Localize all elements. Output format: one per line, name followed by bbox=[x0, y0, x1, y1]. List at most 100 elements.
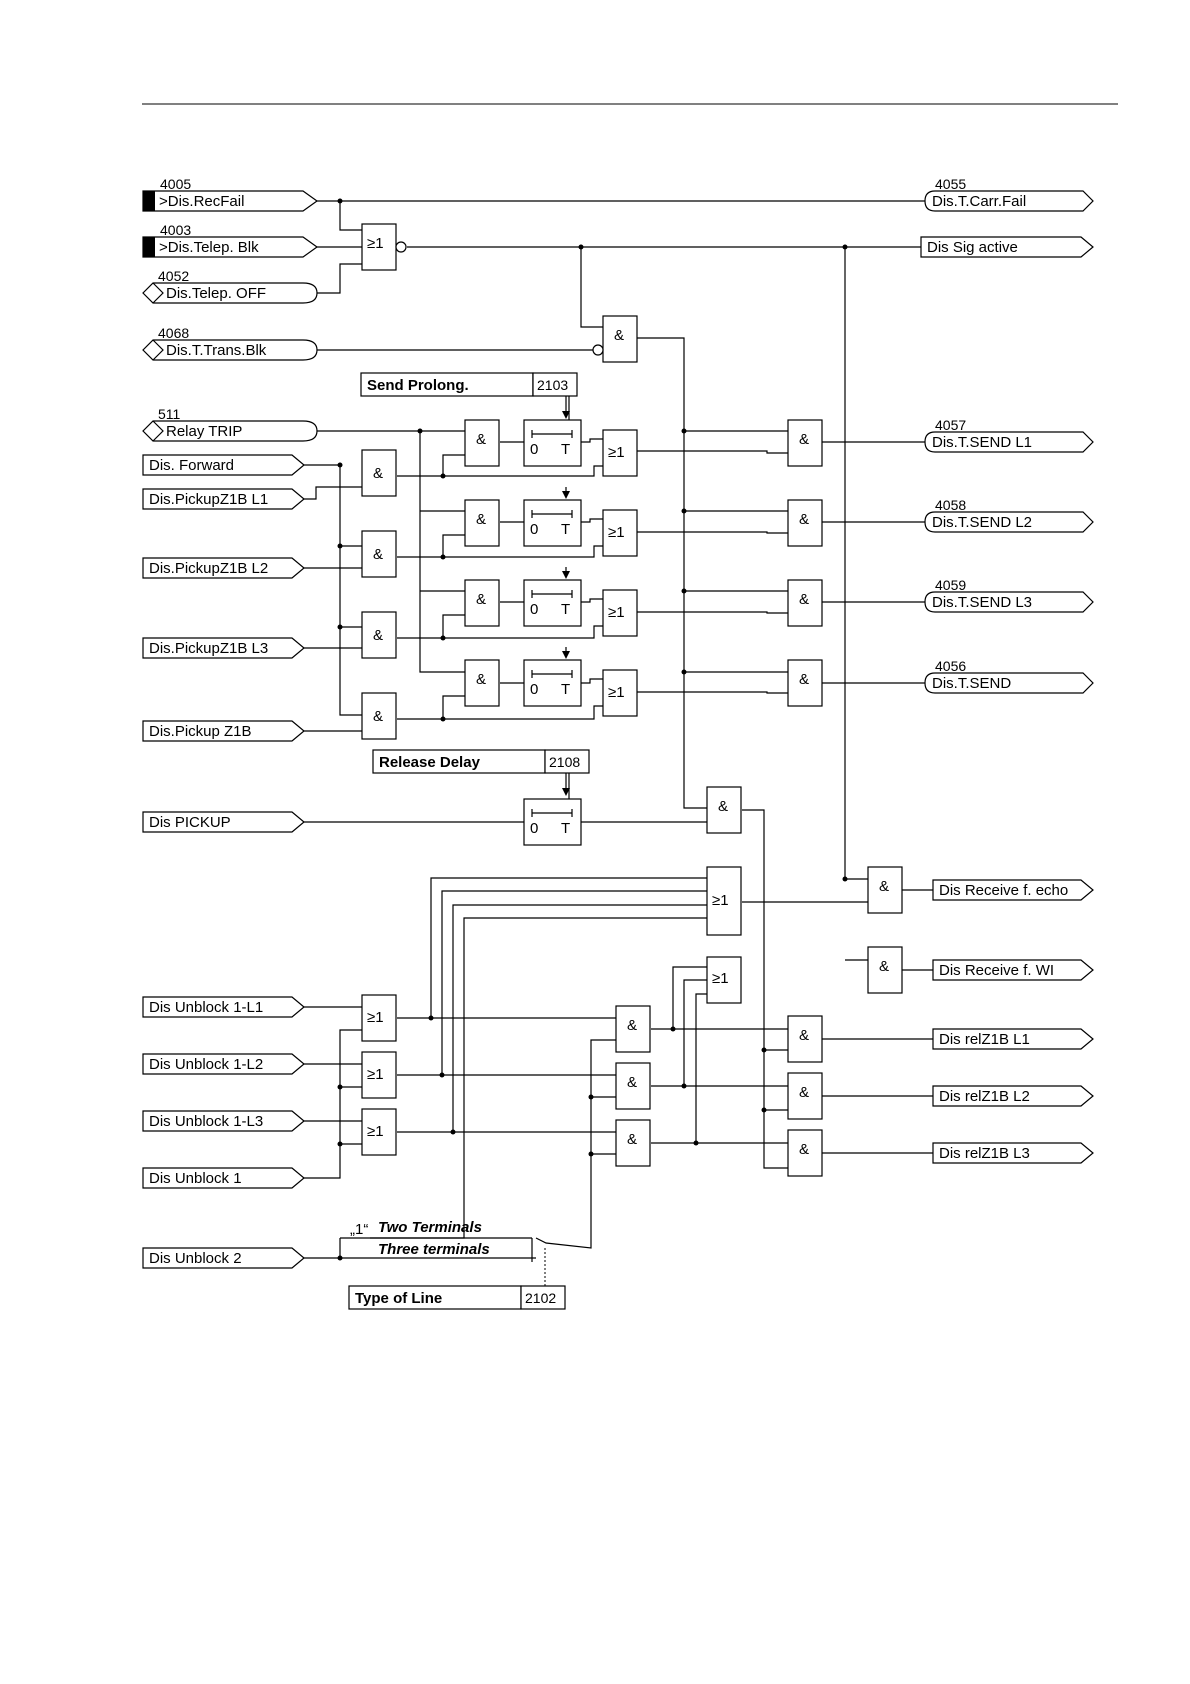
and-gate-trip-2: & bbox=[464, 499, 500, 547]
svg-text:Send Prolong.: Send Prolong. bbox=[367, 377, 469, 394]
and-gate-unblock-2: & bbox=[615, 1062, 651, 1110]
input-pickup-l2: Dis.PickupZ1B L2 bbox=[142, 557, 305, 579]
line-type-switch: „1“ Two Terminals Three terminals bbox=[350, 1219, 533, 1262]
svg-text:&: & bbox=[879, 958, 889, 975]
svg-text:&: & bbox=[373, 465, 383, 482]
timer-release: 0 T bbox=[523, 798, 582, 846]
svg-text:&: & bbox=[799, 1084, 809, 1101]
input-unblock-1: Dis Unblock 1 bbox=[142, 1167, 305, 1189]
output-rel-l3: Dis relZ1B L3 bbox=[932, 1142, 1094, 1164]
or-gate-block: ≥1 bbox=[361, 223, 407, 271]
svg-text:0: 0 bbox=[530, 681, 538, 698]
svg-text:T: T bbox=[561, 521, 570, 538]
svg-text:4003: 4003 bbox=[160, 222, 191, 238]
svg-text:0: 0 bbox=[530, 820, 538, 837]
output-rel-l1: Dis relZ1B L1 bbox=[932, 1028, 1094, 1050]
svg-text:4052: 4052 bbox=[158, 268, 189, 284]
svg-text:≥1: ≥1 bbox=[608, 604, 625, 621]
svg-text:T: T bbox=[561, 441, 570, 458]
svg-text:Dis Unblock 1-L2: Dis Unblock 1-L2 bbox=[149, 1056, 263, 1073]
output-rec-wi: Dis Receive f. WI bbox=[932, 959, 1094, 981]
svg-text:&: & bbox=[476, 511, 486, 528]
svg-text:&: & bbox=[476, 431, 486, 448]
and-gate-rel-3: & bbox=[787, 1129, 823, 1177]
svg-text:>Dis.RecFail: >Dis.RecFail bbox=[159, 193, 244, 210]
svg-text:Dis.T.Carr.Fail: Dis.T.Carr.Fail bbox=[932, 193, 1026, 210]
svg-text:4005: 4005 bbox=[160, 176, 191, 192]
svg-text:Dis.PickupZ1B L1: Dis.PickupZ1B L1 bbox=[149, 491, 268, 508]
svg-text:>Dis.Telep. Blk: >Dis.Telep. Blk bbox=[159, 239, 259, 256]
svg-text:≥1: ≥1 bbox=[608, 444, 625, 461]
svg-text:2108: 2108 bbox=[549, 754, 580, 770]
svg-text:Dis Sig active: Dis Sig active bbox=[927, 239, 1018, 256]
and-gate-send-2: & bbox=[787, 499, 823, 547]
svg-text:Dis PICKUP: Dis PICKUP bbox=[149, 814, 231, 831]
svg-text:Dis.PickupZ1B L2: Dis.PickupZ1B L2 bbox=[149, 560, 268, 577]
output-send-l2: 4058 Dis.T.SEND L2 bbox=[924, 497, 1094, 533]
output-rel-l2: Dis relZ1B L2 bbox=[932, 1085, 1094, 1107]
or-gate-wi: ≥1 bbox=[706, 956, 742, 1004]
svg-text:&: & bbox=[373, 627, 383, 644]
and-gate-trip-4: & bbox=[464, 659, 500, 707]
and-gate-pickup-4: & bbox=[361, 692, 397, 740]
svg-text:2103: 2103 bbox=[537, 377, 568, 393]
and-gate-trip-1: & bbox=[464, 419, 500, 467]
timer-4: 0 T bbox=[523, 659, 582, 707]
input-pickup-l3: Dis.PickupZ1B L3 bbox=[142, 637, 305, 659]
or-gate-send-3: ≥1 bbox=[602, 589, 638, 637]
input-forward: Dis. Forward bbox=[142, 454, 305, 476]
svg-text:&: & bbox=[627, 1017, 637, 1034]
svg-text:Dis relZ1B L3: Dis relZ1B L3 bbox=[939, 1145, 1030, 1162]
svg-text:&: & bbox=[627, 1131, 637, 1148]
svg-text:4058: 4058 bbox=[935, 497, 966, 513]
input-unblock-l2: Dis Unblock 1-L2 bbox=[142, 1053, 305, 1075]
svg-text:&: & bbox=[718, 798, 728, 815]
svg-text:&: & bbox=[799, 671, 809, 688]
svg-text:Dis.Telep. OFF: Dis.Telep. OFF bbox=[166, 285, 266, 302]
wires bbox=[304, 200, 937, 1286]
output-send-l3: 4059 Dis.T.SEND L3 bbox=[924, 577, 1094, 613]
svg-text:2102: 2102 bbox=[525, 1290, 556, 1306]
output-rec-echo: Dis Receive f. echo bbox=[932, 879, 1094, 901]
and-gate-release: & bbox=[706, 786, 742, 834]
svg-text:&: & bbox=[373, 546, 383, 563]
svg-text:≥1: ≥1 bbox=[367, 1009, 384, 1026]
or-gate-unblock-3: ≥1 bbox=[361, 1108, 397, 1156]
svg-text:&: & bbox=[799, 1141, 809, 1158]
svg-text:&: & bbox=[627, 1074, 637, 1091]
svg-text:Dis.T.SEND L2: Dis.T.SEND L2 bbox=[932, 514, 1032, 531]
setting-arrows bbox=[562, 396, 570, 796]
or-gate-send-4: ≥1 bbox=[602, 669, 638, 717]
svg-text:Dis.T.Trans.Blk: Dis.T.Trans.Blk bbox=[166, 342, 267, 359]
or-gate-send-2: ≥1 bbox=[602, 509, 638, 557]
svg-text:Dis Unblock 1-L1: Dis Unblock 1-L1 bbox=[149, 999, 263, 1016]
svg-text:Two Terminals: Two Terminals bbox=[378, 1219, 482, 1236]
svg-text:4068: 4068 bbox=[158, 325, 189, 341]
svg-text:T: T bbox=[561, 601, 570, 618]
svg-text:≥1: ≥1 bbox=[367, 1123, 384, 1140]
svg-text:&: & bbox=[879, 878, 889, 895]
or-gate-echo: ≥1 bbox=[706, 866, 742, 936]
svg-text:&: & bbox=[799, 431, 809, 448]
and-gate-echo: & bbox=[867, 866, 903, 914]
svg-text:T: T bbox=[561, 820, 570, 837]
and-gate-rel-1: & bbox=[787, 1015, 823, 1063]
and-gate-send-1: & bbox=[787, 419, 823, 467]
input-unblock-2: Dis Unblock 2 bbox=[142, 1247, 305, 1269]
svg-text:Dis. Forward: Dis. Forward bbox=[149, 457, 234, 474]
svg-text:≥1: ≥1 bbox=[712, 970, 729, 987]
svg-text:0: 0 bbox=[530, 521, 538, 538]
input-trans-blk: 4068 Dis.T.Trans.Blk bbox=[142, 325, 318, 361]
svg-text:Dis relZ1B L1: Dis relZ1B L1 bbox=[939, 1031, 1030, 1048]
and-gate-send-4: & bbox=[787, 659, 823, 707]
svg-text:&: & bbox=[799, 511, 809, 528]
svg-text:&: & bbox=[373, 708, 383, 725]
or-gate-unblock-1: ≥1 bbox=[361, 994, 397, 1042]
param-release-delay: Release Delay 2108 bbox=[372, 749, 590, 774]
timer-3: 0 T bbox=[523, 579, 582, 627]
output-sig-active: Dis Sig active bbox=[920, 236, 1094, 258]
svg-text:Release Delay: Release Delay bbox=[379, 754, 481, 771]
input-pickup: Dis PICKUP bbox=[142, 811, 305, 833]
input-telep-off: 4052 Dis.Telep. OFF bbox=[142, 268, 318, 304]
svg-text:4056: 4056 bbox=[935, 658, 966, 674]
